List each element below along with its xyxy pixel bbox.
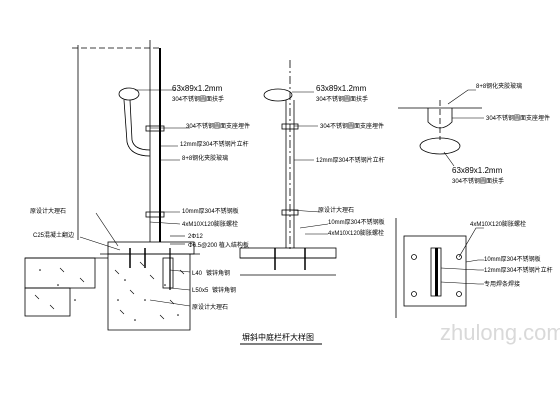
label-bar12: 12mm厚304不锈钢片立杆: [484, 266, 553, 274]
label-stone-bottom: 原设计大理石: [192, 303, 228, 311]
leader-weld: [440, 281, 484, 285]
leader-concrete: [79, 236, 121, 251]
label-tube: 304不锈钢圆面支座埋件: [320, 122, 384, 130]
label-angle50: L50x5: [192, 288, 209, 294]
label-angle40: L40: [192, 271, 203, 277]
leader-angle50: [169, 287, 191, 291]
leader-angle40: [169, 269, 191, 273]
left-detail: [24, 40, 200, 331]
drawing-title: 塀斜中庭栏杆大样图: [242, 332, 314, 342]
handrail-section: [419, 137, 461, 155]
label-plate10: 10mm厚304不锈钢板: [484, 255, 541, 263]
label-angle50-note: 镀锌角钢: [212, 286, 236, 294]
label-tube: 304不锈钢圆面支座埋件: [186, 122, 250, 130]
label-stone-top: 原设计大理石: [30, 207, 66, 215]
left-detail-labels: 63x89x1.2mm 304不锈钢圆面扶手 304不锈钢圆面支座埋件 12mm…: [30, 84, 250, 311]
floor-step: [24, 287, 71, 317]
clamp-upper: [281, 123, 299, 130]
base-plate: [239, 247, 337, 259]
label-stirrup: Φ6.5@200 植入结构板: [188, 241, 249, 249]
label-handrail-note: 304不锈钢圆面扶手: [316, 95, 368, 103]
leader-plate10: [465, 259, 484, 263]
label-handrail-note: 304不锈钢圆面扶手: [452, 177, 504, 185]
label-handrail-size: 63x89x1.2mm: [452, 166, 503, 175]
post-core: [435, 248, 438, 296]
label-glass: 8+8钢化夹胶玻璃: [182, 154, 228, 162]
label-bolt: 4xM10X120膨胀螺栓: [328, 229, 384, 237]
bolt-hole-4: [456, 291, 462, 297]
bolt-hole-1: [411, 254, 417, 260]
right-bottom-labels: 4xM10X120膨胀螺栓 10mm厚304不锈钢板 12mm厚304不锈钢片立…: [470, 220, 553, 288]
label-rebar: 2Φ12: [188, 234, 203, 240]
leader-bolt: [149, 221, 181, 225]
handrail-section: [118, 87, 140, 101]
right-top-detail: [398, 89, 484, 167]
label-handrail-size: 63x89x1.2mm: [172, 84, 223, 93]
base-plate-plan: [403, 235, 467, 307]
label-angle40-note: 镀锌角钢: [206, 269, 230, 277]
bolt-hole-2: [456, 254, 462, 260]
clamp-upper: [145, 125, 165, 132]
label-plate10: 10mm厚304不锈钢板: [328, 218, 385, 226]
label-handrail-size: 63x89x1.2mm: [316, 84, 367, 93]
leader-plate10: [299, 223, 329, 229]
concrete-dots: [39, 269, 179, 321]
leader-bolt: [458, 227, 484, 258]
right-top-labels: 8+8钢化夹胶玻璃 304不锈钢圆面支座埋件 63x89x1.2mm 304不锈…: [452, 82, 550, 185]
label-bar12: 12mm厚304不锈钢片立杆: [180, 140, 249, 148]
leader-stone-bottom: [149, 299, 191, 307]
bolt-hole-3: [411, 291, 417, 297]
label-glass: 8+8钢化夹胶玻璃: [476, 82, 522, 90]
middle-detail-labels: 63x89x1.2mm 304不锈钢圆面扶手 304不锈钢圆面支座埋件 12mm…: [316, 84, 385, 237]
right-bottom-detail: [395, 218, 484, 318]
leader-stone-top: [95, 212, 119, 247]
concrete-curb: [107, 254, 191, 331]
leader-bar12: [440, 267, 484, 271]
angle-steel: [162, 257, 174, 289]
label-bar12: 12mm厚304不锈钢片立杆: [316, 156, 385, 164]
label-bolt: 4xM10X120膨胀螺栓: [470, 220, 526, 228]
floor-slab: [24, 257, 96, 289]
label-handrail-note: 304不锈钢圆面扶手: [172, 95, 224, 103]
leader-stone: [289, 209, 321, 213]
label-tube: 304不锈钢圆面支座埋件: [486, 114, 550, 122]
label-bolt: 4xM10X120膨胀螺栓: [182, 220, 238, 228]
handrail-section: [263, 88, 293, 102]
label-concrete: C25混凝土翻边: [33, 231, 74, 239]
label-plate10: 10mm厚304不锈钢板: [182, 207, 239, 215]
drawing-title-block: 塀斜中庭栏杆大样图: [240, 332, 322, 345]
concrete-hatch: [34, 261, 185, 320]
bracket-tube: [129, 99, 151, 151]
leader-handrail: [443, 151, 455, 167]
label-stone: 原设计大理石: [318, 206, 354, 214]
watermark: zhulong.com: [440, 320, 560, 345]
middle-detail: [239, 60, 337, 276]
clamp-lower: [145, 211, 165, 218]
bracket-tube-outer: [123, 99, 151, 157]
leader-glass: [447, 89, 476, 105]
label-weld: 专用焊条焊接: [484, 280, 520, 288]
